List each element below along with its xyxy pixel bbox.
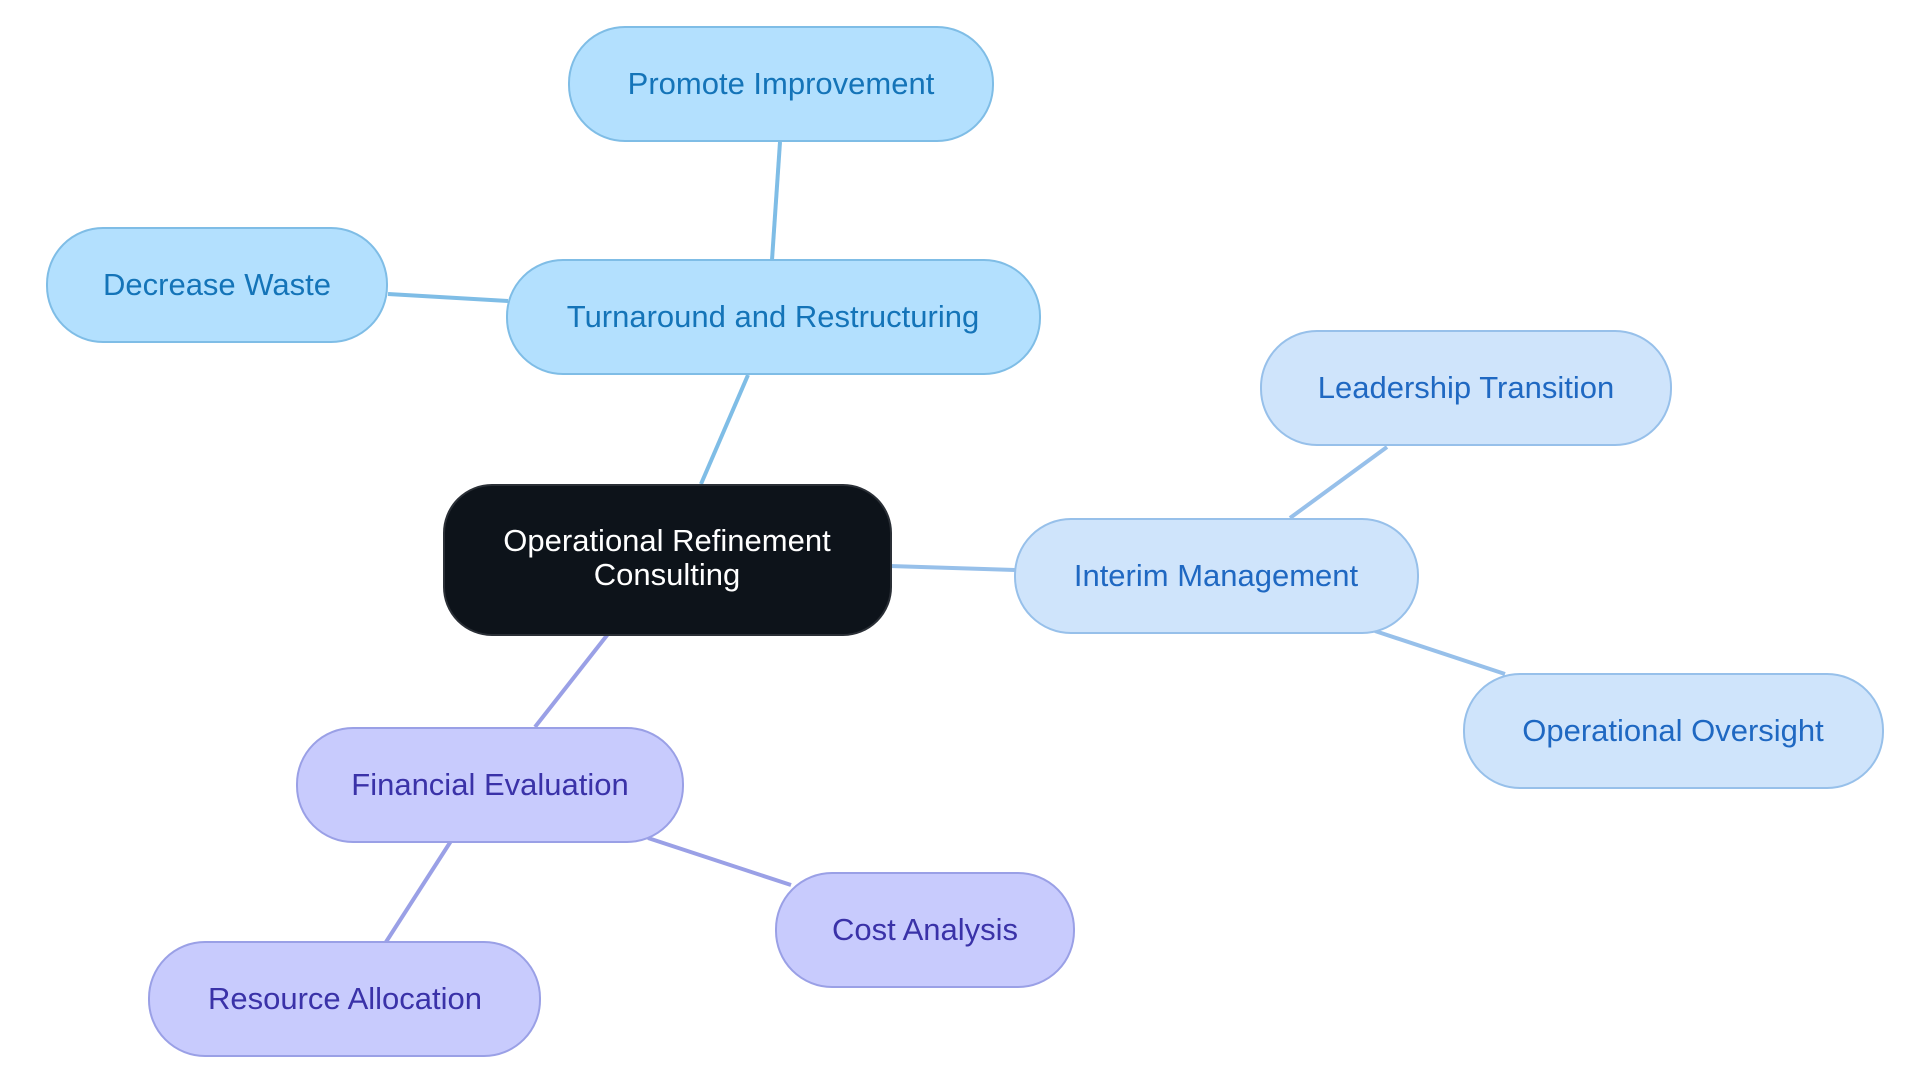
leaf-node-cost-analysis-shape — [776, 873, 1074, 987]
root-node-shape — [443, 484, 892, 636]
edge-root-turnaround — [699, 374, 750, 485]
leaf-node-operational-oversight[interactable]: Operational Oversight — [1463, 673, 1884, 789]
branch-node-turnaround-label: Turnaround and Restructuring — [567, 299, 979, 334]
edges — [384, 141, 1506, 944]
leaf-node-decrease-waste-border — [46, 227, 388, 343]
leaf-node-promote-improvement-label: Promote Improvement — [628, 66, 935, 101]
leaf-node-cost-analysis[interactable]: Cost Analysis — [775, 872, 1075, 988]
leaf-node-resource-allocation-border — [148, 941, 541, 1057]
leaf-node-operational-oversight-border — [1463, 673, 1884, 789]
root-node-label-line-1: Operational Refinement — [503, 523, 831, 558]
leaf-node-promote-improvement-border — [568, 26, 994, 142]
branch-node-interim-management-label: Interim Management — [1074, 558, 1359, 593]
leaf-node-leadership-transition[interactable]: Leadership Transition — [1260, 330, 1672, 446]
branch-node-interim-management-border — [1014, 518, 1419, 634]
edge-turnaround-promote-improvement — [770, 141, 782, 261]
leaf-node-promote-improvement[interactable]: Promote Improvement — [568, 26, 994, 142]
leaf-node-operational-oversight-label: Operational Oversight — [1522, 713, 1824, 748]
edge-interim-oversight — [1374, 629, 1506, 676]
branch-node-financial-evaluation[interactable]: Financial Evaluation — [296, 727, 684, 843]
branch-node-financial-evaluation-border — [296, 727, 684, 843]
leaf-node-cost-analysis-label: Cost Analysis — [832, 912, 1018, 947]
leaf-node-leadership-transition-border — [1260, 330, 1672, 446]
branch-node-interim-management-shape — [1015, 519, 1418, 633]
leaf-node-cost-analysis-border — [775, 872, 1075, 988]
branch-node-financial-evaluation-shape — [297, 728, 683, 842]
branch-node-financial-evaluation-label: Financial Evaluation — [351, 767, 628, 802]
branch-node-turnaround-shape — [507, 260, 1040, 374]
leaf-node-leadership-transition-label: Leadership Transition — [1318, 370, 1614, 405]
root-node-label-line-2: Consulting — [594, 557, 740, 592]
branch-node-interim-management[interactable]: Interim Management — [1014, 518, 1419, 634]
edge-interim-leadership — [1288, 445, 1389, 520]
leaf-node-resource-allocation-shape — [149, 942, 540, 1056]
branch-node-turnaround-border — [506, 259, 1041, 375]
leaf-node-decrease-waste-shape — [47, 228, 387, 342]
edge-turnaround-decrease-waste — [387, 292, 509, 303]
leaf-node-decrease-waste-label: Decrease Waste — [103, 267, 331, 302]
leaf-node-leadership-transition-shape — [1261, 331, 1671, 445]
edge-root-financial — [533, 632, 610, 729]
branch-node-turnaround[interactable]: Turnaround and Restructuring — [506, 259, 1041, 375]
edge-financial-cost — [647, 836, 792, 887]
leaf-node-promote-improvement-shape — [569, 27, 993, 141]
leaf-node-resource-allocation-label: Resource Allocation — [208, 981, 482, 1016]
leaf-node-operational-oversight-shape — [1464, 674, 1883, 788]
leaf-node-resource-allocation[interactable]: Resource Allocation — [148, 941, 541, 1057]
edge-root-interim — [889, 564, 1016, 572]
root-node[interactable]: Operational Refinement Consulting — [443, 484, 892, 636]
leaf-node-decrease-waste[interactable]: Decrease Waste — [46, 227, 388, 343]
edge-financial-resource — [384, 839, 453, 944]
